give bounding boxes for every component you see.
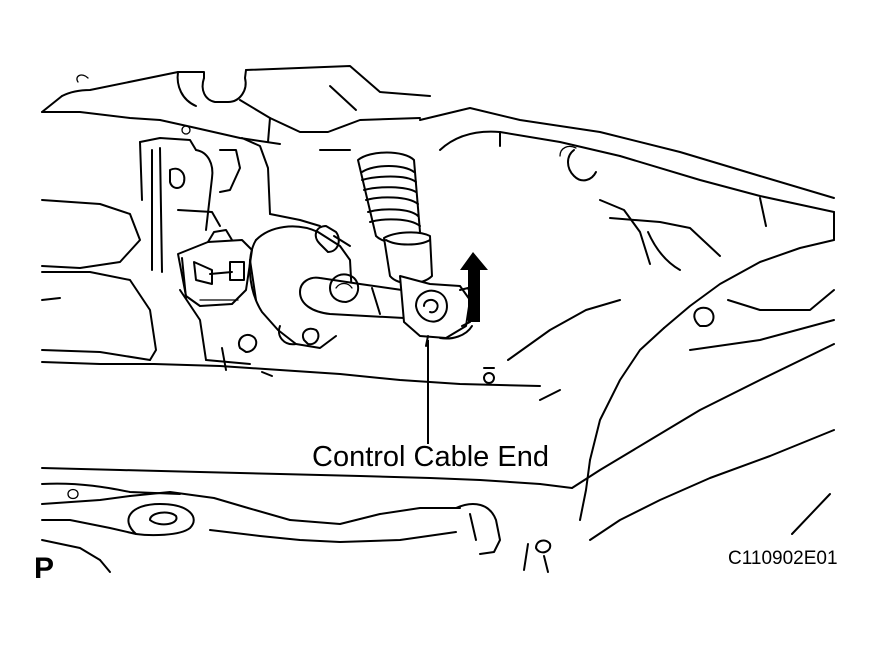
lower-crossmember [41, 467, 573, 573]
view-letter: P [34, 552, 55, 585]
control-cable-end [399, 275, 495, 384]
wire-connector [177, 229, 253, 307]
transmission-case [41, 137, 541, 387]
diagonal-brace [507, 299, 835, 541]
side-frame-member [419, 107, 835, 461]
control-cable-end-label: Control Cable End [312, 441, 549, 473]
neutral-start-switch [221, 225, 353, 377]
up-arrow-icon [460, 252, 488, 322]
cable-boot-bellows [357, 151, 433, 285]
upper-body-panel [41, 65, 431, 145]
figure-code: C110902E01 [728, 548, 838, 569]
